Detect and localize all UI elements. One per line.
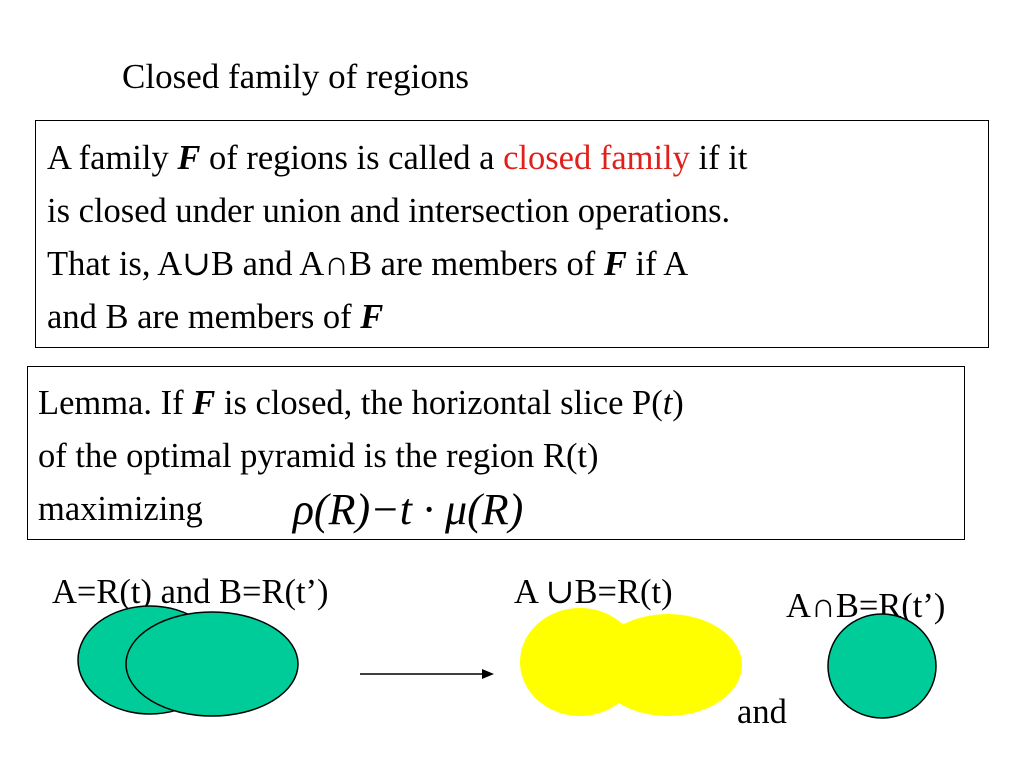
caption-and: and — [737, 693, 787, 731]
lemma-text: Lemma. If F is closed, the horizontal sl… — [38, 377, 684, 536]
definition-text: A family F of regions is called a closed… — [47, 132, 747, 344]
closed-family-term: closed family — [503, 139, 690, 177]
definition-line-1: A family F of regions is called a closed… — [47, 139, 748, 177]
variable-t: t — [662, 384, 673, 422]
caption-union: A ∪B=R(t) — [514, 573, 673, 611]
lemma-box — [27, 366, 965, 540]
family-symbol-f: F — [360, 298, 384, 336]
slide-title: Closed family of regions — [122, 57, 470, 96]
intersection-ellipse — [827, 613, 937, 719]
region-b-ellipse — [125, 611, 299, 717]
lemma-line-2: of the optimal pyramid is the region R(t… — [38, 437, 599, 475]
definition-box — [35, 120, 989, 348]
union-ellipse-right — [594, 614, 742, 716]
objective-formula: ρ(R)−t · μ(R) — [292, 485, 524, 534]
lemma-line-1: Lemma. If F is closed, the horizontal sl… — [38, 384, 684, 422]
family-symbol-f: F — [177, 139, 201, 177]
definition-line-4: and B are members of F — [47, 298, 384, 336]
arrow-head-icon — [482, 669, 494, 679]
family-symbol-f: F — [603, 245, 627, 283]
family-symbol-f: F — [192, 384, 216, 422]
caption-regions-a-b: A=R(t) and B=R(t’) — [52, 573, 329, 611]
definition-line-2: is closed under union and intersection o… — [47, 192, 731, 230]
definition-line-3: That is, A∪B and A∩B are members of F if… — [47, 245, 689, 283]
